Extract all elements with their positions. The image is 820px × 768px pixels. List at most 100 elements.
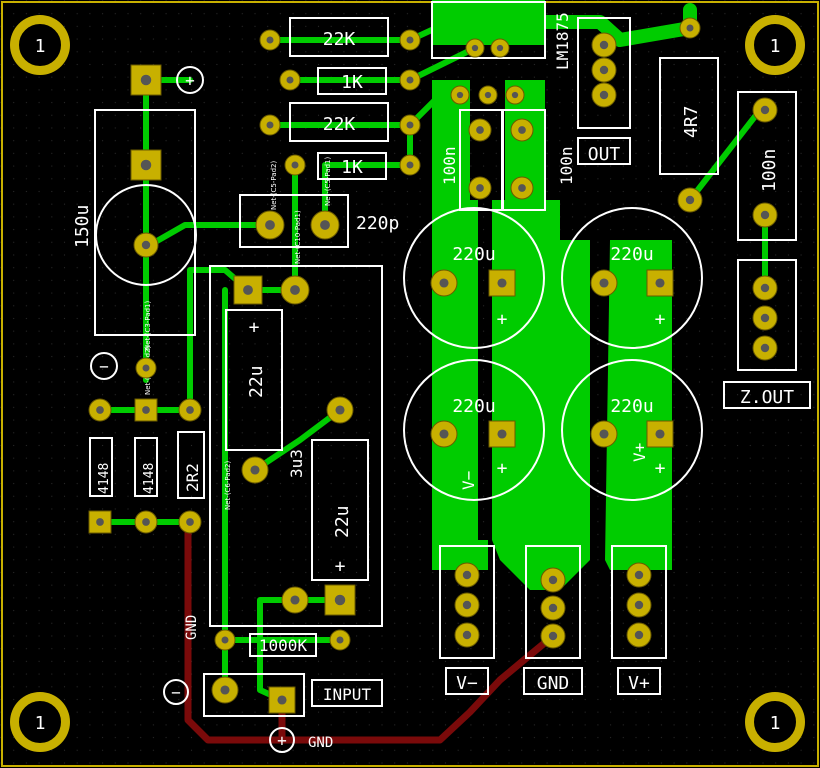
cap-value: 220u (452, 396, 495, 417)
pcb-drill-hole (760, 313, 770, 323)
pcb-drill-hole (599, 278, 609, 288)
cap-value: 3u3 (287, 449, 306, 478)
pcb-drill-hole (439, 278, 449, 288)
connector-label: GND (537, 673, 570, 694)
diode-value: 4148 (142, 463, 157, 494)
connector-label: V− (456, 673, 478, 694)
connector-gnd: GND (523, 545, 583, 695)
cap-220u-1: 220u + (403, 207, 545, 349)
pcb-drill-hole (655, 429, 665, 439)
pcb-drill-hole (686, 24, 694, 32)
gnd-vertical-label: GND (184, 615, 200, 640)
vminus-vertical-label: V− (459, 471, 478, 490)
plus-marking-text: + (185, 71, 195, 90)
net-label: Net-(C3-Pad1) (144, 300, 152, 350)
plus-marking (176, 66, 204, 94)
pcb-drill-hole (142, 518, 150, 526)
pcb-drill-hole (406, 76, 414, 84)
resistor-1k-top: 1K (317, 67, 387, 95)
pcb-drill-hole (277, 695, 287, 705)
cap-220p: 220p (239, 194, 399, 248)
pcb-drill-hole (471, 44, 479, 52)
cap-value: 100n (759, 149, 780, 192)
resistor-1000k: 1000K (249, 633, 317, 657)
resistor-value: 22K (323, 29, 356, 50)
cap-value: 150u (72, 205, 93, 248)
pcb-drill-hole (142, 364, 150, 372)
cap-value: 220u (610, 244, 653, 265)
mounting-hole-label: 1 (770, 36, 781, 57)
input-plus-text: + (277, 731, 287, 750)
pcb-drill-hole (320, 220, 330, 230)
cap-value: 220p (356, 213, 399, 234)
cap-plus: + (335, 556, 346, 577)
pcb-drill-hole (655, 278, 665, 288)
pcb-drill-hole (140, 74, 152, 86)
resistor-4r7: 4R7 (659, 57, 719, 175)
resistor-value: 2R2 (183, 463, 202, 492)
net-label: Net-(C10-Pad1) (294, 210, 302, 264)
resistor-2r2: 2R2 (177, 431, 205, 499)
pcb-drill-hole (511, 91, 519, 99)
pcb-drill-hole (496, 44, 504, 52)
mounting-hole-tr: 1 (745, 15, 805, 75)
mounting-hole-bl: 1 (10, 692, 70, 752)
pcb-drill-hole (96, 518, 104, 526)
pcb-drill-hole (484, 91, 492, 99)
pcb-drill-hole (599, 90, 609, 100)
resistor-value: 4R7 (681, 105, 702, 138)
input-cap-block: 22u + 22u + 3u3 (209, 265, 383, 627)
pcb-drill-hole (462, 600, 472, 610)
cap-150u: 150u (72, 109, 197, 336)
pcb-drill-hole (760, 283, 770, 293)
cap-100n-c: 100n (737, 91, 797, 241)
cap-value: 22u (246, 365, 267, 398)
minus-marking (90, 352, 118, 380)
connector-label: INPUT (323, 685, 372, 704)
ic-lm1875: LM1875 (431, 1, 572, 70)
pcb-drill-hole (518, 126, 526, 134)
pcb-drill-hole (96, 406, 104, 414)
mounting-hole-br: 1 (745, 692, 805, 752)
pcb-drill-hole (548, 603, 558, 613)
resistor-value: 22K (323, 114, 356, 135)
cap-plus: + (249, 317, 260, 338)
pcb-drill-hole (476, 184, 484, 192)
pcb-drill-hole (266, 36, 274, 44)
cap-plus: + (497, 458, 508, 479)
pcb-drill-hole (456, 91, 464, 99)
cap-plus: + (655, 458, 666, 479)
resistor-22k-mid: 22K (289, 102, 389, 142)
pcb-drill-hole (634, 630, 644, 640)
input-plus-marking (269, 727, 295, 753)
pcb-drill-hole (220, 685, 230, 695)
pcb-drill-hole (406, 36, 414, 44)
diode-d1: 4148 (89, 437, 113, 497)
mounting-hole-label: 1 (770, 713, 781, 734)
gnd-bottom-label: GND (308, 735, 333, 751)
cap-value: 22u (332, 505, 353, 538)
minus-marking-text: − (99, 357, 109, 376)
pcb-drill-hole (497, 429, 507, 439)
input-minus-marking (163, 679, 189, 705)
pcb-drill-hole (760, 343, 770, 353)
pcb-drill-hole (141, 240, 151, 250)
pcb-pad (324, 584, 356, 616)
connector-label: Z.OUT (740, 387, 794, 408)
pcb-drill-hole (599, 65, 609, 75)
connector-vminus: V− (439, 545, 495, 695)
connector-out: OUT (577, 17, 631, 165)
resistor-value: 1K (341, 157, 363, 178)
pcb-drill-hole (476, 126, 484, 134)
pcb-drill-hole (518, 184, 526, 192)
cap-220u-3: 220u + (403, 359, 545, 501)
pcb-drill-hole (760, 210, 770, 220)
pcb-drill-hole (250, 465, 260, 475)
net-label: Net-(C6-Pad2) (224, 460, 232, 510)
cap-value: 220u (452, 244, 495, 265)
pcb-drill-hole (548, 631, 558, 641)
mounting-hole-label: 1 (35, 36, 46, 57)
cap-value: 220u (610, 396, 653, 417)
